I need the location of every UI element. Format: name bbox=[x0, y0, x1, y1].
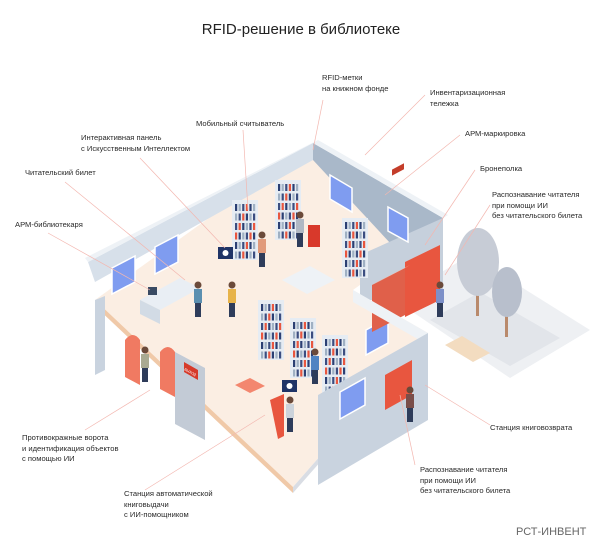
inventory-cart bbox=[308, 225, 320, 247]
exit-sign: ВЫХОД bbox=[184, 362, 198, 380]
person-icon bbox=[141, 346, 149, 382]
bookshelf bbox=[258, 300, 284, 360]
anti-theft-gate bbox=[160, 347, 175, 397]
librarian-desk bbox=[140, 278, 200, 310]
window bbox=[329, 173, 353, 214]
svg-text:ВЫХОД: ВЫХОД bbox=[184, 367, 198, 377]
wall-inner-right bbox=[353, 290, 428, 345]
self-checkout-kiosk bbox=[270, 394, 284, 439]
brand-logo-text: РСТ-ИНВЕНТ bbox=[516, 526, 587, 538]
reader-card bbox=[235, 378, 265, 393]
label-book-locker: Бронеполка bbox=[480, 164, 523, 173]
bookshelf bbox=[290, 318, 316, 378]
window bbox=[339, 376, 366, 421]
person-icon bbox=[406, 386, 414, 422]
person-icon bbox=[296, 211, 304, 247]
leader-lines bbox=[47, 94, 491, 491]
bookshelf bbox=[342, 218, 368, 278]
window bbox=[154, 233, 179, 276]
label-reader-card: Читательский билет bbox=[25, 168, 96, 177]
label-return-station: Станция книговозврата bbox=[490, 423, 573, 432]
bench-icon bbox=[445, 336, 490, 362]
marking-desk bbox=[282, 266, 335, 294]
tree-icon bbox=[457, 228, 499, 316]
wall-front-left bbox=[95, 296, 105, 375]
label-mobile-reader: Мобильный считыватель bbox=[196, 119, 285, 128]
person-icon bbox=[311, 348, 319, 384]
wall-back-left bbox=[88, 143, 313, 282]
label-arm-marking: АРМ-маркировка bbox=[465, 129, 526, 138]
anti-theft-gate bbox=[125, 335, 140, 385]
bookshelf bbox=[232, 200, 258, 260]
diagram-title: RFID-решение в библиотеке bbox=[201, 21, 401, 38]
computer-monitor bbox=[148, 287, 157, 295]
tree-icon bbox=[492, 267, 522, 337]
person-icon bbox=[228, 281, 236, 317]
person-icon bbox=[194, 281, 202, 317]
window bbox=[387, 205, 409, 244]
person-icon bbox=[436, 281, 444, 317]
return-station bbox=[385, 360, 412, 410]
person-icon bbox=[258, 231, 266, 267]
person-icon bbox=[286, 396, 294, 432]
label-arm-librarian: АРМ-библиотекаря bbox=[15, 220, 83, 229]
